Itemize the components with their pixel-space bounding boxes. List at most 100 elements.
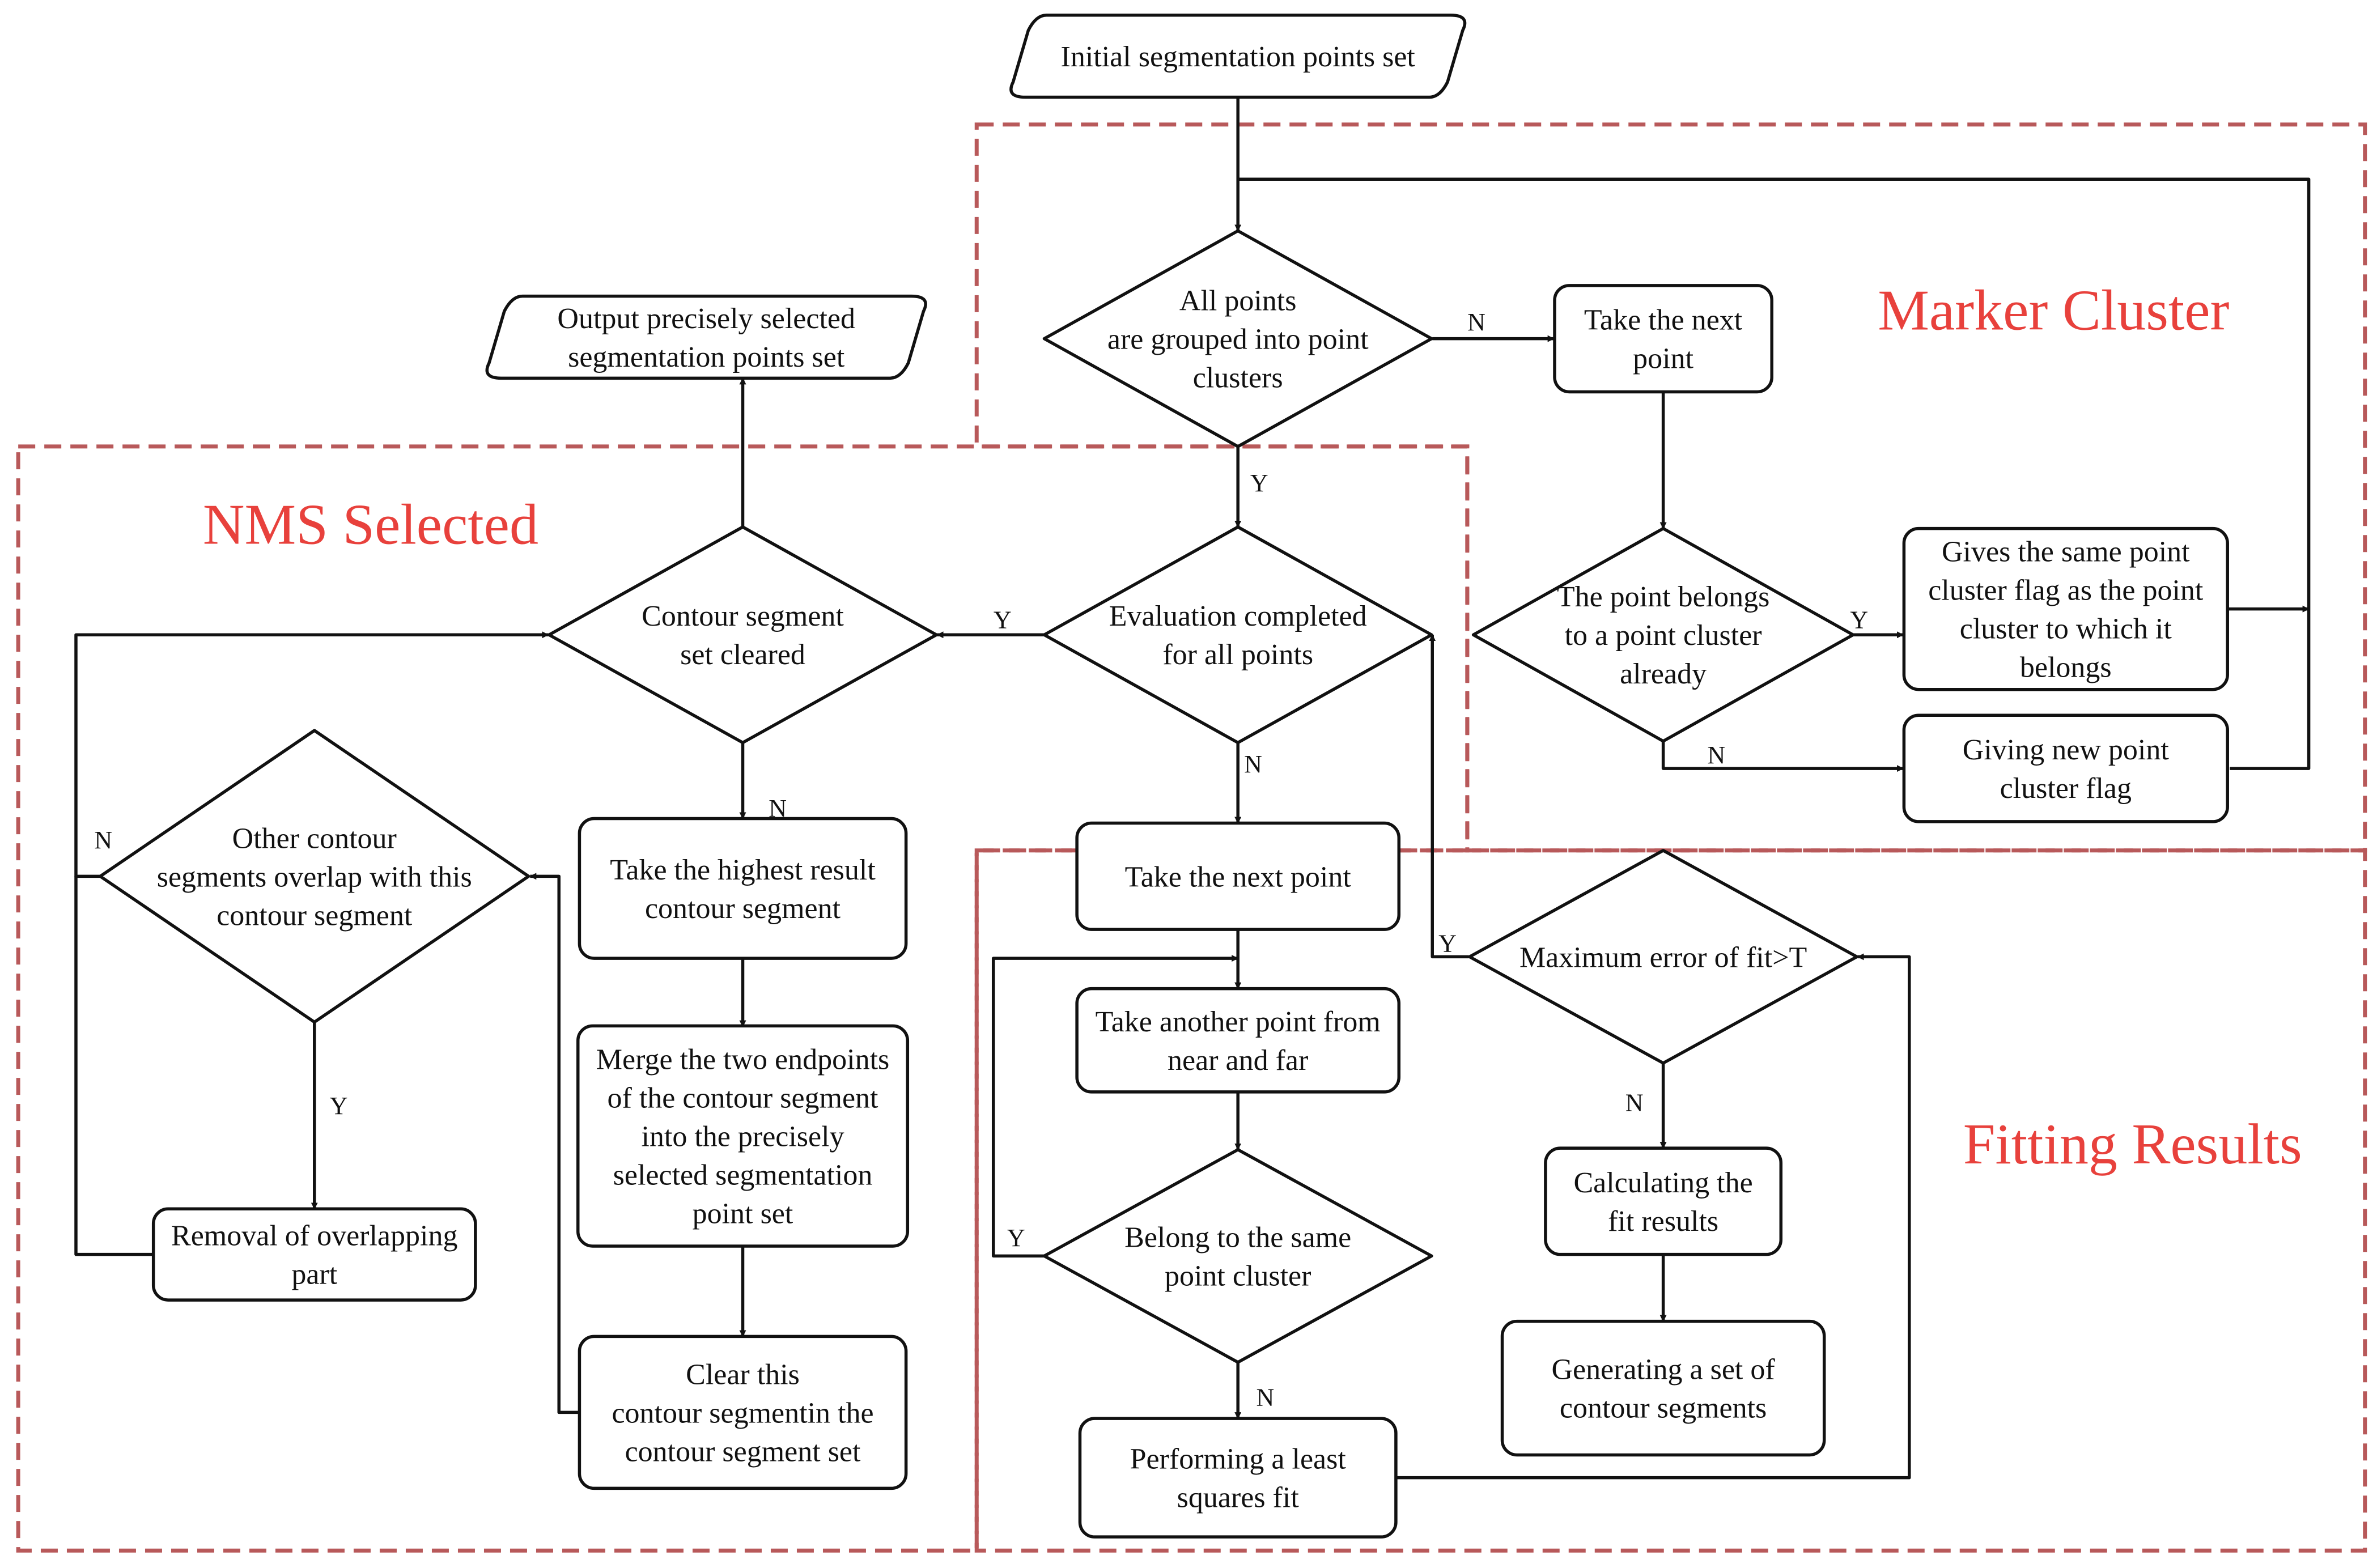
process-merge-endpoints: Merge the two endpoints of the contour se… [576,1024,910,1248]
process-remove-overlap-line-0: Removal of overlapping [171,1220,457,1252]
edge-label-all-grouped-yes: Y [1250,469,1268,497]
process-take-next-point-top: Take the next point [1553,284,1773,394]
regions-layer [16,122,2367,1553]
edge-loop-back-to-grouped [1238,177,2311,770]
edge-label-eval-yes: Y [994,606,1012,634]
region-nms-selected [16,444,1470,1553]
edge-label-belongs-yes: Y [1850,606,1868,634]
edge-fit-to-max-error [1395,953,1911,1480]
edges-layer [74,97,2311,1480]
edge-label-same-cluster-yes: Y [1007,1224,1025,1252]
decision-all-grouped-line-0: All points [1179,285,1297,317]
decision-segments-overlap-line-0: Other contour [232,822,397,855]
process-take-another-point-line-1: near and far [1168,1044,1308,1077]
decision-same-point-cluster-line-0: Belong to the same [1124,1221,1351,1253]
edge-belongs-no [1661,741,1904,772]
node-output-set-line-0: Output precisely selected [557,303,855,335]
process-new-cluster-flag-shape [1902,713,2229,823]
process-clear-segment-shape [578,1335,908,1490]
decision-point-belongs-cluster-line-0: The point belongs [1557,581,1770,613]
node-output-set-shape [485,294,927,380]
process-take-next-point-top-line-1: point [1633,343,1693,375]
edge-overlap-no [74,631,549,878]
process-generate-segments-line-1: contour segments [1560,1392,1767,1425]
process-merge-endpoints-line-2: into the precisely [641,1121,844,1153]
edge-label-overlap-no: N [94,826,112,854]
process-take-next-point-top-shape [1553,284,1773,394]
process-least-squares-fit: Performing a least squares fit [1078,1417,1398,1539]
edge-label-max-error-yes: Y [1438,929,1457,957]
process-remove-overlap-shape [151,1207,477,1302]
decision-same-point-cluster: Belong to the same point cluster [1042,1148,1433,1364]
process-remove-overlap-line-1: part [291,1259,337,1291]
edge-label-eval-no: N [1244,750,1262,778]
node-output-set: Output precisely selected segmentation po… [485,294,927,380]
edge-label-max-error-no: N [1625,1089,1644,1117]
process-take-highest-segment-shape [578,817,908,960]
process-clear-segment-line-0: Clear this [686,1358,800,1391]
process-remove-overlap: Removal of overlapping part [151,1207,477,1302]
process-same-cluster-flag-shape [1902,526,2229,691]
decision-evaluation-completed-shape [1042,525,1433,745]
process-generate-segments-shape [1500,1319,1826,1457]
process-merge-endpoints-line-0: Merge the two endpoints [596,1044,890,1076]
edge-max-error-yes [1429,634,1469,959]
edge-label-overlap-yes: Y [330,1092,348,1120]
process-generate-segments: Generating a set of contour segments [1500,1319,1826,1457]
decision-evaluation-completed-line-1: for all points [1162,639,1313,671]
decision-max-error-line-0: Maximum error of fit>T [1519,941,1807,974]
process-take-next-point-shape [1075,821,1401,931]
process-clear-segment-line-2: contour segment set [625,1435,861,1468]
process-least-squares-fit-line-0: Performing a least [1130,1443,1347,1476]
decision-point-belongs-cluster-line-2: already [1620,658,1707,690]
decision-evaluation-completed-line-0: Evaluation completed [1109,600,1367,632]
process-calculate-fit: Calculating the fit results [1544,1146,1783,1256]
edge-clear-to-overlap [529,873,580,1414]
region-title-marker-cluster: Marker Cluster [1878,279,2229,343]
decision-max-error-shape [1468,849,1859,1065]
region-title-fitting-results: Fitting Results [1963,1112,2302,1176]
process-take-next-point-top-line-0: Take the next [1584,304,1743,337]
process-calculate-fit-line-1: fit results [1608,1205,1718,1238]
decision-segments-overlap-line-2: contour segment [217,899,413,932]
decision-same-point-cluster-line-1: point cluster [1165,1260,1311,1292]
region-title-nms-selected: NMS Selected [203,492,538,556]
process-take-another-point: Take another point from near and far [1075,987,1401,1094]
process-same-cluster-flag-line-0: Gives the same point [1942,536,2190,568]
process-merge-endpoints-line-4: point set [693,1198,793,1230]
process-generate-segments-line-0: Generating a set of [1552,1354,1776,1386]
edge-same-yes-loop [991,955,1239,1258]
decision-same-point-cluster-shape [1042,1148,1433,1364]
process-same-cluster-flag-line-2: cluster to which it [1960,613,2172,645]
process-take-highest-segment-line-1: contour segment [645,893,841,925]
process-least-squares-fit-line-1: squares fit [1177,1482,1300,1514]
process-least-squares-fit-shape [1078,1417,1398,1539]
process-calculate-fit-line-0: Calculating the [1573,1167,1752,1199]
decision-all-grouped-line-2: clusters [1193,362,1283,394]
node-initial-set: Initial segmentation points set [1009,14,1467,99]
decision-point-belongs-cluster-line-1: to a point cluster [1565,619,1762,652]
process-merge-endpoints-line-3: selected segmentation [613,1159,873,1192]
edge-label-same-cluster-no: N [1257,1384,1275,1412]
node-output-set-line-1: segmentation points set [568,341,845,373]
process-take-highest-segment: Take the highest result contour segment [578,817,908,960]
process-merge-endpoints-line-1: of the contour segment [608,1082,879,1115]
process-take-another-point-line-0: Take another point from [1096,1006,1381,1038]
edge-label-cleared-no: N [769,794,787,822]
process-new-cluster-flag-line-1: cluster flag [2000,772,2132,805]
decision-all-grouped-shape [1042,229,1433,448]
process-take-next-point-line-0: Take the next point [1125,861,1352,893]
decision-contour-set-cleared-shape [547,525,938,745]
decision-segments-overlap-line-1: segments overlap with this [157,861,472,893]
edge-label-belongs-no: N [1708,741,1726,769]
process-calculate-fit-shape [1544,1146,1783,1256]
decision-contour-set-cleared-line-1: set cleared [680,639,805,671]
process-take-highest-segment-line-0: Take the highest result [610,854,876,886]
decision-segments-overlap: Other contour segments overlap with this c… [99,729,530,1024]
